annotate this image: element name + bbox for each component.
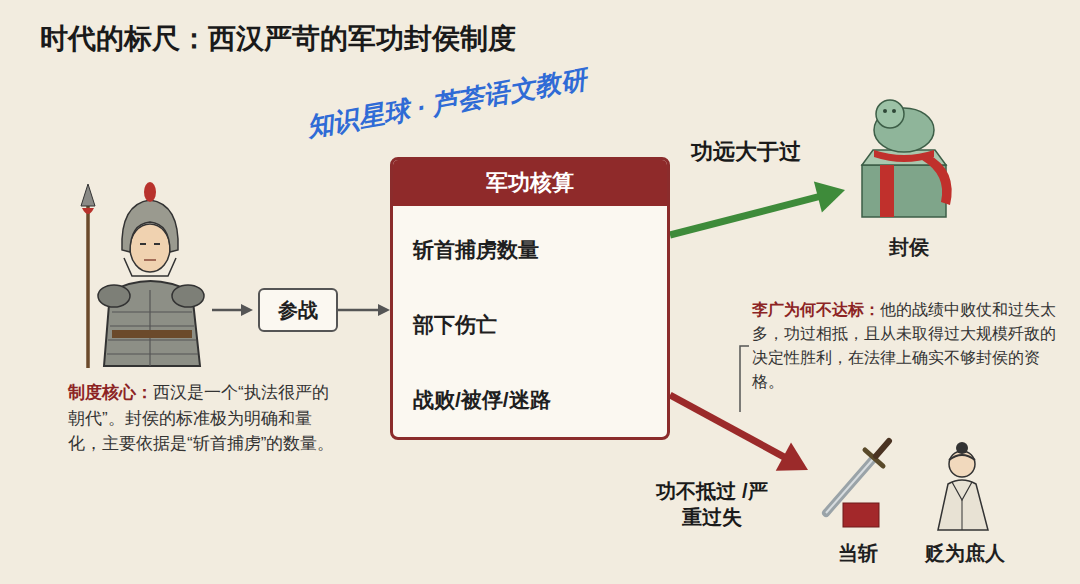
row-text: 部下伤亡 xyxy=(413,312,497,338)
node-label: 贬为庶人 xyxy=(905,540,1025,566)
connector-line xyxy=(670,395,784,457)
watermark: 知识星球 · 芦荟语文教研 xyxy=(304,62,589,146)
outcome-icon: 贬为庶人 xyxy=(905,435,1025,568)
connector xyxy=(670,395,808,471)
flow-arrow xyxy=(212,309,242,312)
box-heading: 军功核算 xyxy=(393,160,667,206)
callout-heading: 李广为何不达标： xyxy=(752,301,880,318)
connector-line xyxy=(338,309,379,312)
connector-line xyxy=(670,197,819,235)
commoner-figure xyxy=(938,442,988,530)
outcome-icon: 当斩 xyxy=(808,440,908,568)
edge-label: 功远大于过 xyxy=(688,138,804,166)
sword-icon xyxy=(826,441,889,527)
row-text: 战败/被俘/迷路 xyxy=(413,387,551,413)
arrowhead xyxy=(241,304,253,316)
text-block: 制度核心：西汉是一个“执法很严的朝代”。封侯的标准极为明确和量化，主要依据是“斩… xyxy=(68,380,338,457)
accounting-box: 军功核算斩首捕虏数量部下伤亡战败/被俘/迷路 xyxy=(390,157,670,440)
process-box: 参战 xyxy=(258,288,338,332)
seal-figure xyxy=(862,100,952,217)
node-label: 参战 xyxy=(278,297,318,324)
node-label: 当斩 xyxy=(808,540,908,566)
edge-label: 功不抵过 /严重过失 xyxy=(650,478,774,530)
leader-line xyxy=(740,346,749,412)
connector xyxy=(670,181,845,235)
row-text: 斩首捕虏数量 xyxy=(413,237,539,263)
soldier-figure xyxy=(81,182,204,368)
node-label: 封侯 xyxy=(845,234,973,260)
text-block: 李广为何不达标：他的战绩中败仗和过失太多，功过相抵，且从未取得过大规模歼敌的决定… xyxy=(752,298,1057,394)
arrowhead xyxy=(378,304,390,316)
note-heading: 制度核心： xyxy=(68,383,153,402)
title: 时代的标尺：西汉严苛的军功封侯制度 xyxy=(40,20,516,58)
connector xyxy=(338,304,390,316)
outcome-icon: 封侯 xyxy=(845,92,973,262)
